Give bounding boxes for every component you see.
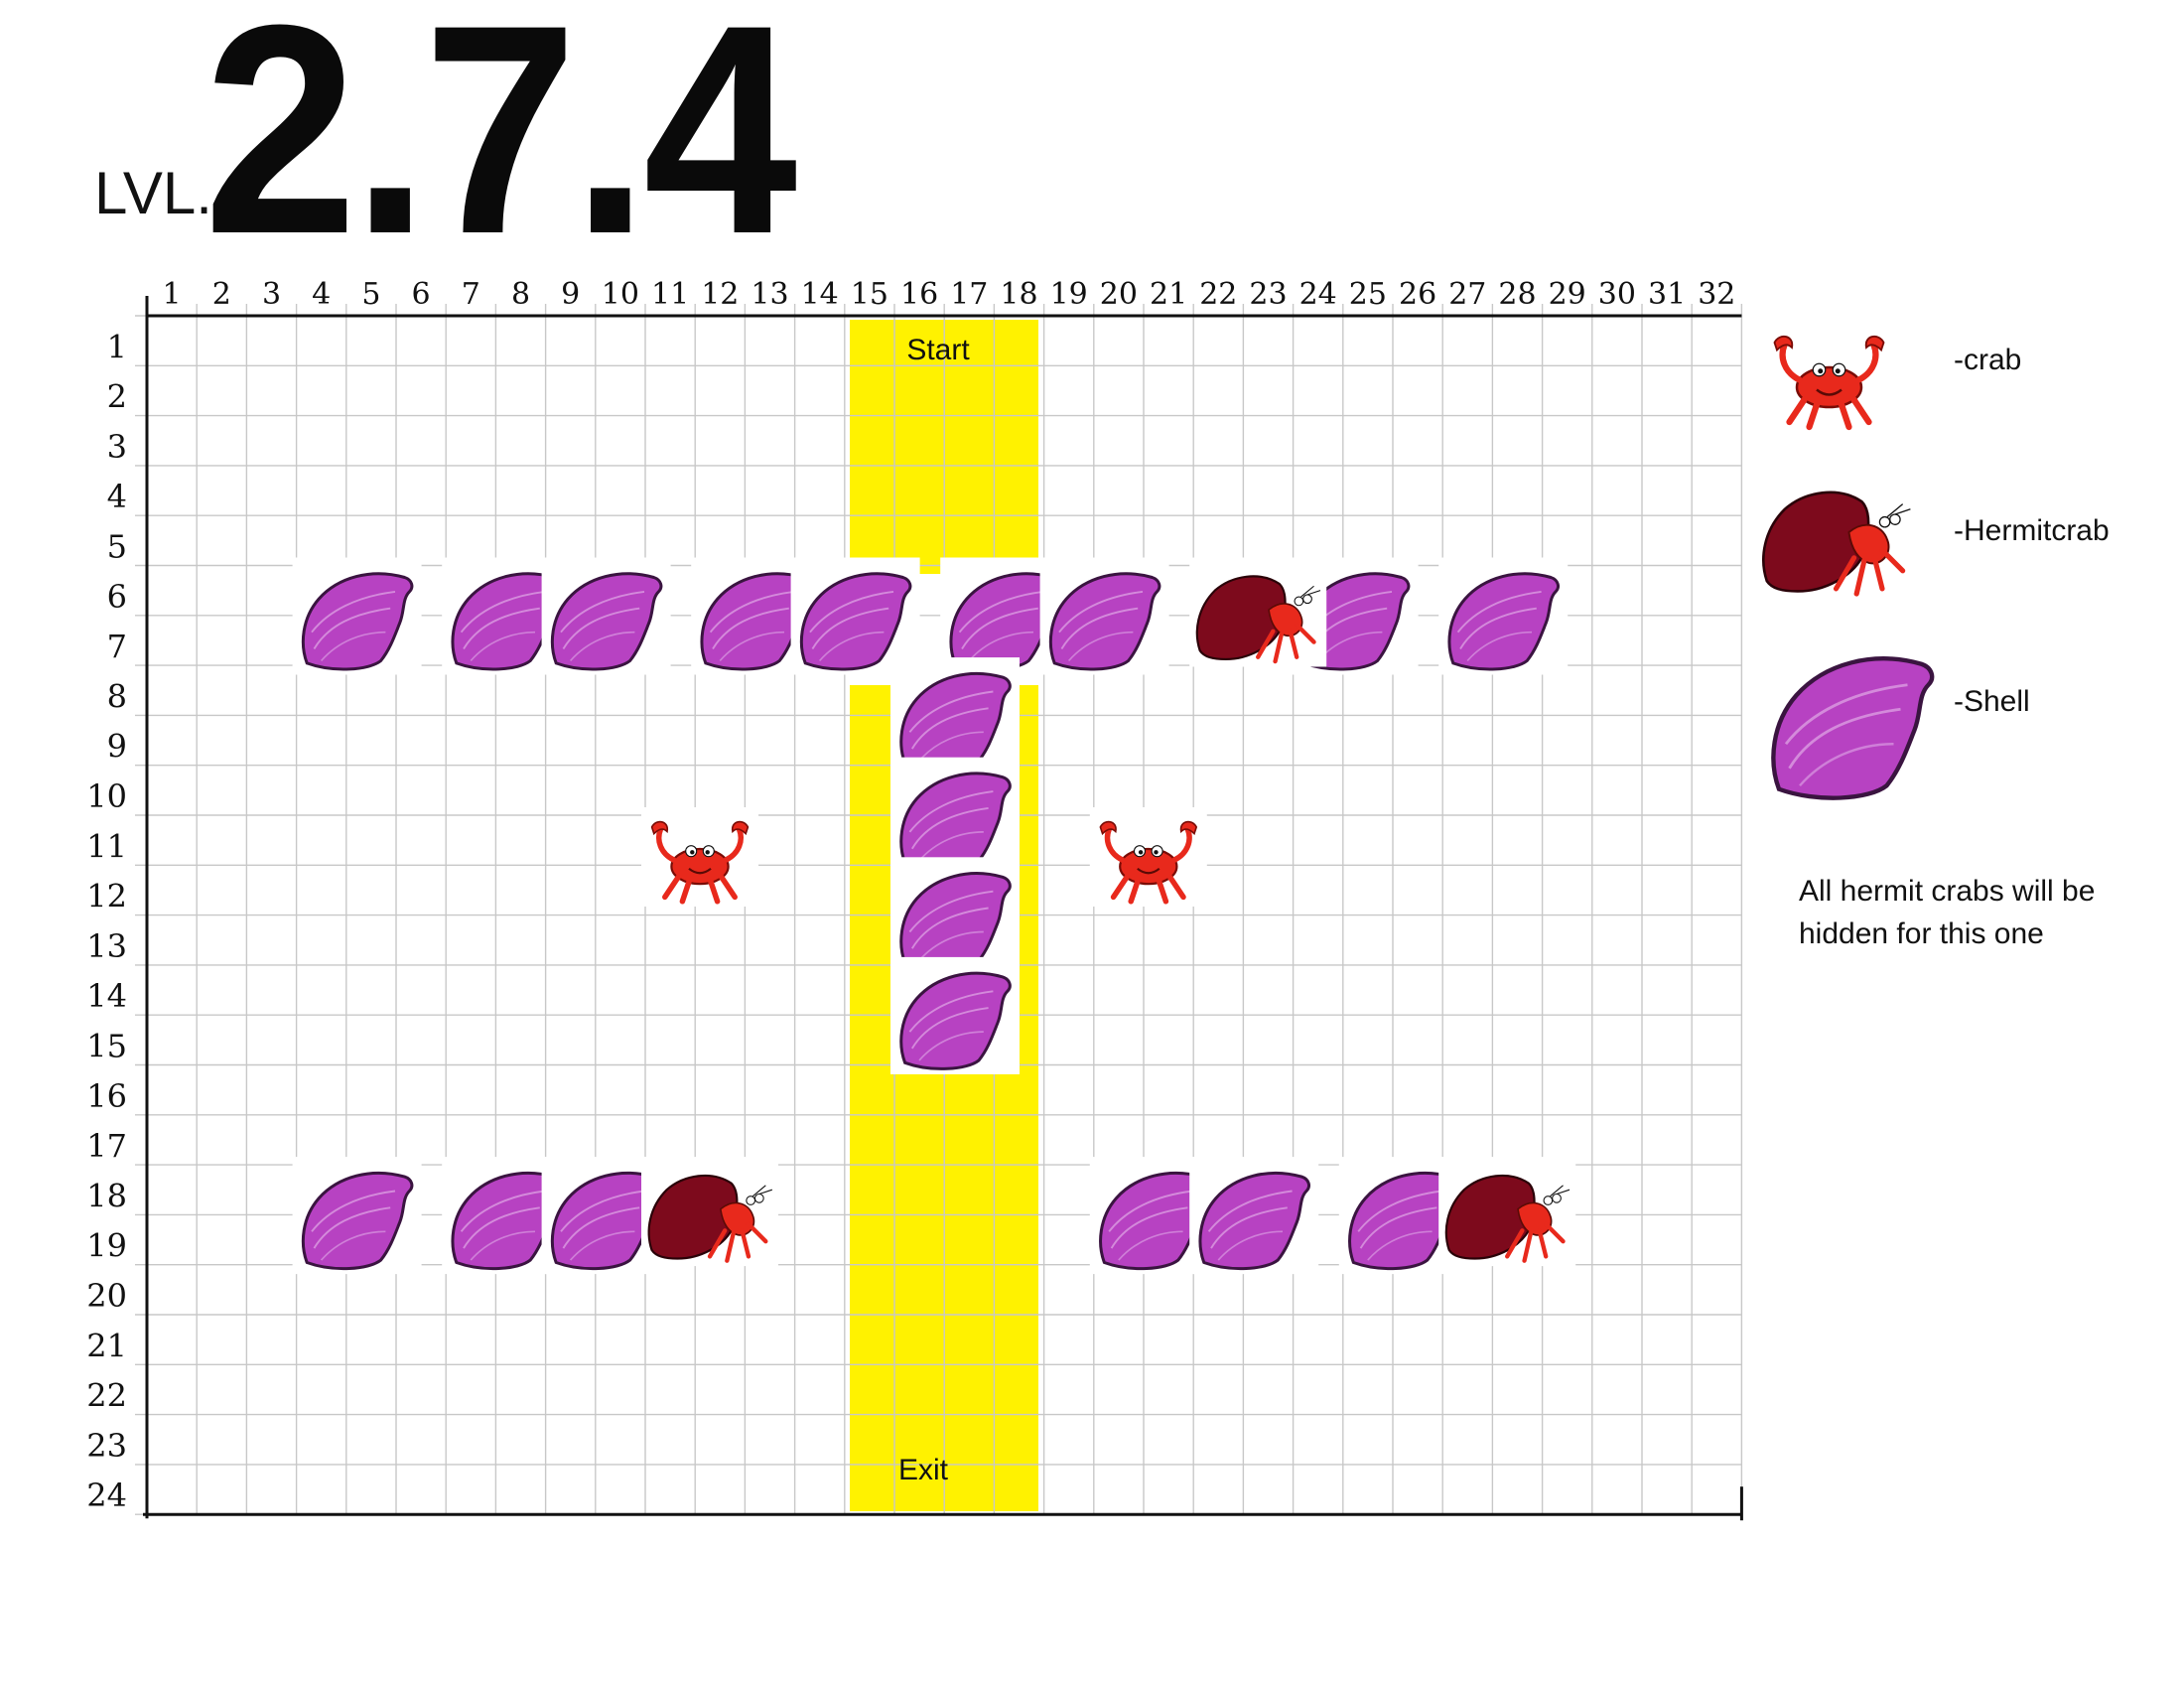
level-note: All hermit crabs will be hidden for this…	[1799, 875, 2096, 950]
legend-shell	[1773, 658, 1932, 797]
hermit-crab-icon	[1763, 492, 1910, 594]
column-label: 32	[1698, 277, 1735, 312]
row-label: 5	[107, 528, 127, 566]
column-label: 10	[602, 277, 639, 312]
legend-crab-label: -crab	[1954, 344, 2022, 376]
row-label: 6	[107, 578, 127, 616]
row-label: 2	[107, 378, 127, 416]
column-label: 18	[1000, 277, 1037, 312]
column-label: 31	[1648, 277, 1686, 312]
row-label: 15	[86, 1028, 127, 1065]
row-label: 12	[86, 878, 127, 915]
column-label: 16	[900, 277, 938, 312]
column-label: 30	[1598, 277, 1636, 312]
row-label: 16	[86, 1077, 127, 1115]
column-label: 9	[561, 277, 580, 312]
column-label: 11	[651, 277, 689, 312]
column-label: 8	[511, 277, 530, 312]
column-label: 24	[1299, 277, 1337, 312]
column-label: 20	[1100, 277, 1138, 312]
row-label: 10	[86, 777, 127, 815]
column-label: 26	[1399, 277, 1436, 312]
row-label: 24	[86, 1477, 127, 1514]
column-label: 6	[412, 277, 431, 312]
start-label: Start	[906, 334, 970, 366]
row-label: 17	[86, 1127, 127, 1165]
row-label: 14	[86, 977, 127, 1015]
column-label: 17	[950, 277, 988, 312]
legend-shell-label: -Shell	[1954, 685, 2030, 718]
column-label: 14	[801, 277, 839, 312]
column-label: 23	[1249, 277, 1287, 312]
column-label: 4	[312, 277, 331, 312]
column-label: 15	[851, 277, 888, 312]
row-label: 9	[107, 728, 127, 766]
column-label: 28	[1498, 277, 1536, 312]
row-label: 19	[86, 1227, 127, 1265]
level-number: 2.7.4	[204, 0, 797, 296]
legend-hermit-crab-label: -Hermitcrab	[1954, 514, 2110, 547]
level-prefix: LVL.	[94, 160, 212, 226]
row-label: 7	[107, 628, 127, 665]
row-label: 4	[107, 478, 127, 515]
row-label: 21	[86, 1327, 127, 1364]
grid-lines	[135, 296, 1743, 1521]
column-label: 27	[1448, 277, 1486, 312]
row-label: 13	[86, 927, 127, 965]
crab-icon	[1775, 337, 1884, 427]
column-label: 3	[262, 277, 281, 312]
row-label: 23	[86, 1427, 127, 1465]
column-label: 25	[1349, 277, 1387, 312]
column-label: 21	[1150, 277, 1187, 312]
board-pieces	[292, 557, 1576, 1275]
row-label: 8	[107, 677, 127, 715]
shell-icon	[1773, 658, 1932, 797]
column-label: 5	[361, 277, 380, 312]
column-label: 1	[163, 277, 182, 312]
row-label: 20	[86, 1277, 127, 1315]
row-label: 11	[86, 827, 127, 865]
row-label: 3	[107, 428, 127, 466]
row-label: 1	[107, 328, 127, 365]
column-label: 2	[212, 277, 231, 312]
legend-hermit-crab	[1763, 492, 1910, 594]
column-label: 12	[701, 277, 739, 312]
column-label: 22	[1199, 277, 1237, 312]
column-label: 13	[751, 277, 788, 312]
row-label: 22	[86, 1377, 127, 1415]
column-label: 19	[1050, 277, 1088, 312]
row-label: 18	[86, 1177, 127, 1214]
legend-crab	[1775, 337, 1884, 427]
exit-label: Exit	[898, 1454, 949, 1486]
column-label: 29	[1549, 277, 1586, 312]
column-label: 7	[462, 277, 480, 312]
